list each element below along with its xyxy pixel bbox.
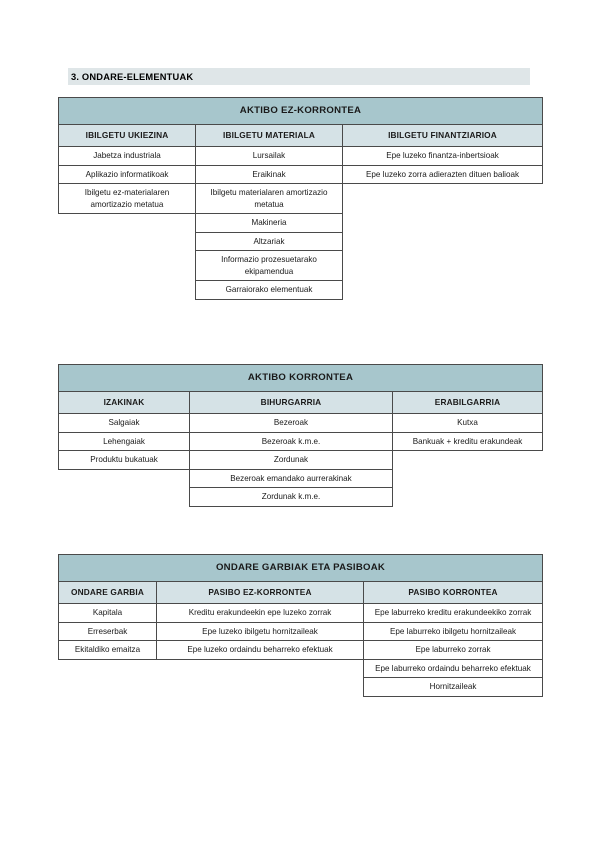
cell: Bezeroak k.m.e. [189, 431, 393, 452]
table-row: Garraiorako elementuak [59, 280, 543, 300]
cell: Epe luzeko finantza-inbertsioak [341, 146, 544, 166]
cell: Makineria [195, 213, 343, 233]
table-title-row: AKTIBO EZ-KORRONTEA [57, 97, 544, 125]
empty-cell [343, 251, 543, 281]
column-header-3: PASIBO KORRONTEA [362, 580, 544, 605]
table-row: Makineria [59, 213, 543, 233]
column-header-2: BIHURGARRIA [189, 390, 393, 415]
empty-cell [343, 184, 543, 214]
empty-cell [59, 281, 196, 299]
cell: Kapitala [58, 603, 157, 623]
cell: Bezeroak emandako aurrerakinak [189, 468, 393, 489]
table-header-row: ONDARE GARBIA PASIBO EZ-KORRONTEA PASIBO… [58, 580, 544, 605]
cell: Garraiorako elementuak [195, 280, 343, 300]
cell: Zordunak [189, 450, 393, 470]
column-header-1: IZAKINAK [58, 390, 190, 415]
cell: Produktu bukatuak [58, 450, 190, 470]
table-row: Informazio prozesuetarako ekipamendua [59, 250, 543, 282]
table-row: Salgaiak Bezeroak Kutxa [58, 413, 544, 433]
empty-cell [343, 232, 543, 250]
cell: Epe laburreko kreditu erakundeekiko zorr… [362, 603, 544, 623]
table-header-row: IBILGETU UKIEZINA IBILGETU MATERIALA IBI… [58, 123, 544, 148]
cell: Kutxa [391, 413, 544, 433]
table-row: Erreserbak Epe luzeko ibilgetu hornitzai… [58, 621, 544, 642]
cell: Lehengaiak [58, 431, 190, 452]
empty-cell [59, 488, 190, 506]
table-row: Zordunak k.m.e. [59, 487, 543, 507]
empty-cell [343, 214, 543, 232]
cell: Epe luzeko zorra adierazten dituen balio… [341, 164, 544, 185]
empty-cell [59, 251, 196, 281]
section-heading: 3. ONDARE-ELEMENTUAK [68, 68, 530, 85]
empty-cell [393, 451, 543, 469]
cell: Epe luzeko ordaindu beharreko efektuak [156, 640, 364, 660]
table-title: AKTIBO KORRONTEA [57, 364, 544, 392]
table-row: Jabetza industriala Lursailak Epe luzeko… [58, 146, 544, 166]
empty-cell [393, 469, 543, 487]
empty-cell [59, 469, 190, 487]
cell: Epe laburreko ibilgetu hornitzaileak [362, 621, 544, 642]
table-row: Bezeroak emandako aurrerakinak [59, 468, 543, 489]
cell: Erreserbak [58, 621, 157, 642]
cell: Kreditu erakundeekin epe luzeko zorrak [156, 603, 364, 623]
column-header-1: IBILGETU UKIEZINA [58, 123, 196, 148]
cell: Ibilgetu ez-materialaren amortizazio met… [58, 183, 196, 215]
cell: Epe laburreko ordaindu beharreko efektua… [362, 658, 544, 679]
cell: Ekitaldiko emaitza [58, 640, 157, 660]
table-row: Hornitzaileak [59, 677, 544, 697]
column-header-1: ONDARE GARBIA [58, 580, 157, 605]
table-row: Epe laburreko ordaindu beharreko efektua… [59, 658, 544, 679]
table-title: AKTIBO EZ-KORRONTEA [57, 97, 544, 125]
empty-cell [343, 281, 543, 299]
table-row: Produktu bukatuak Zordunak [58, 450, 543, 470]
table-row: Ibilgetu ez-materialaren amortizazio met… [58, 183, 543, 215]
empty-cell [59, 214, 196, 232]
table-row: Aplikazio informatikoak Eraikinak Epe lu… [58, 164, 544, 185]
column-header-2: IBILGETU MATERIALA [195, 123, 343, 148]
table-row: Kapitala Kreditu erakundeekin epe luzeko… [58, 603, 544, 623]
cell: Bankuak + kreditu erakundeak [391, 431, 544, 452]
cell: Bezeroak [189, 413, 393, 433]
table-title-row: ONDARE GARBIAK ETA PASIBOAK [57, 554, 544, 582]
table-title: ONDARE GARBIAK ETA PASIBOAK [57, 554, 544, 582]
cell: Hornitzaileak [362, 677, 544, 697]
empty-cell [393, 488, 543, 506]
cell: Ibilgetu materialaren amortizazio metatu… [195, 183, 343, 215]
table-title-row: AKTIBO KORRONTEA [57, 364, 544, 392]
cell: Salgaiak [58, 413, 190, 433]
empty-cell [59, 659, 157, 677]
column-header-3: ERABILGARRIA [391, 390, 544, 415]
table-aktibo-korrontea: AKTIBO KORRONTEA IZAKINAK BIHURGARRIA ER… [57, 364, 544, 507]
empty-cell [157, 678, 364, 696]
cell: Lursailak [195, 146, 343, 166]
empty-cell [157, 659, 364, 677]
table-row: Ekitaldiko emaitza Epe luzeko ordaindu b… [58, 640, 544, 660]
empty-cell [59, 678, 157, 696]
table-ondare-garbiak-eta-pasiboak: ONDARE GARBIAK ETA PASIBOAK ONDARE GARBI… [57, 554, 544, 697]
cell: Eraikinak [195, 164, 343, 185]
column-header-2: PASIBO EZ-KORRONTEA [156, 580, 364, 605]
cell: Aplikazio informatikoak [58, 164, 196, 185]
cell: Altzariak [195, 231, 343, 252]
cell: Epe luzeko ibilgetu hornitzaileak [156, 621, 364, 642]
table-header-row: IZAKINAK BIHURGARRIA ERABILGARRIA [58, 390, 544, 415]
empty-cell [59, 232, 196, 250]
cell: Jabetza industriala [58, 146, 196, 166]
table-aktibo-ez-korrontea: AKTIBO EZ-KORRONTEA IBILGETU UKIEZINA IB… [57, 97, 544, 300]
section-heading-text: 3. ONDARE-ELEMENTUAK [71, 71, 194, 82]
table-row: Lehengaiak Bezeroak k.m.e. Bankuak + kre… [58, 431, 544, 452]
column-header-3: IBILGETU FINANTZIARIOA [341, 123, 544, 148]
cell: Zordunak k.m.e. [189, 487, 393, 507]
cell: Epe laburreko zorrak [362, 640, 544, 660]
table-row: Altzariak [59, 231, 543, 252]
cell: Informazio prozesuetarako ekipamendua [195, 250, 343, 282]
